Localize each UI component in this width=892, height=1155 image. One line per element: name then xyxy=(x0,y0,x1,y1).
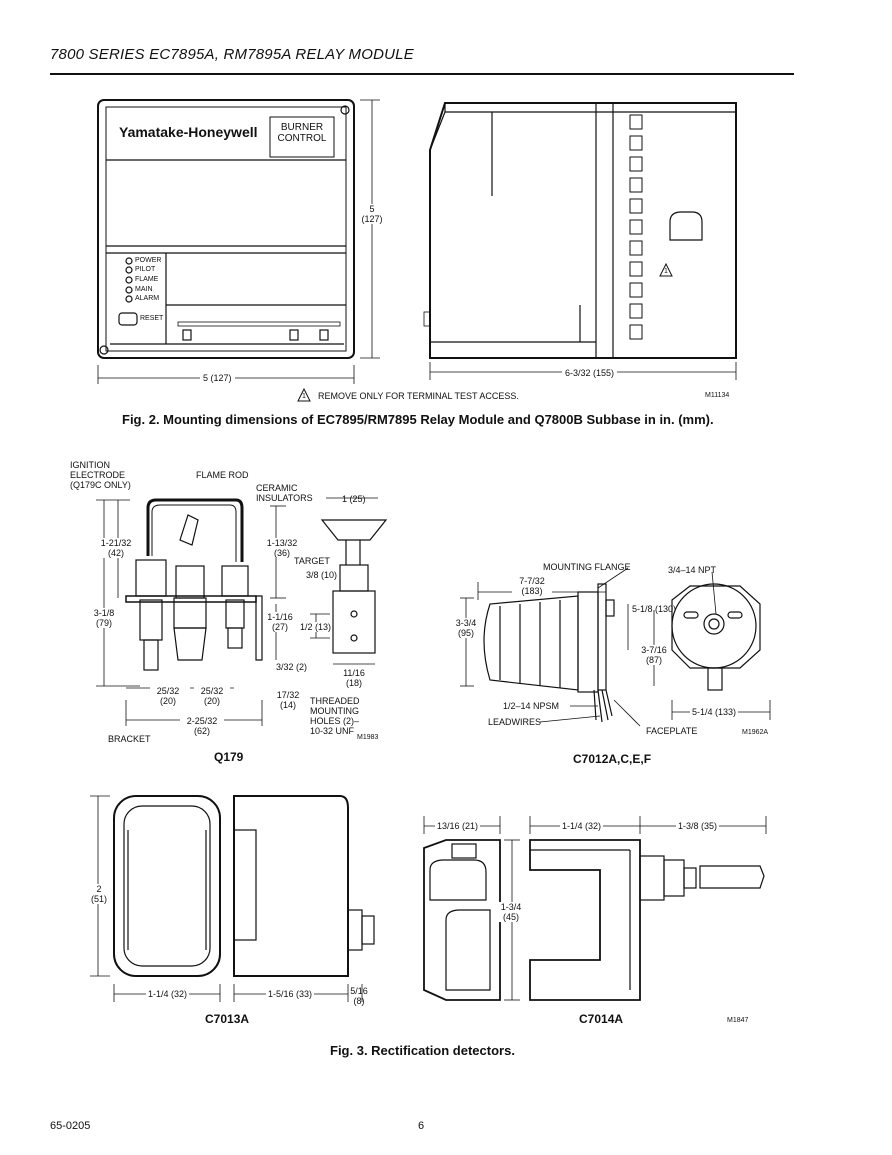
page-number: 6 xyxy=(418,1120,425,1132)
c7014-code: M1847 xyxy=(727,1017,749,1024)
fig2-code: M11134 xyxy=(705,392,730,399)
dim-1-3-8: 1-3/8 (35) xyxy=(676,821,720,831)
fig2-caption: Fig. 2. Mounting dimensions of EC7895/RM… xyxy=(122,412,714,427)
faceplate-label: FACEPLATE xyxy=(646,726,698,736)
dim-1: 1 (25) xyxy=(342,494,366,504)
dim-11-16: 11/16 (18) xyxy=(343,668,365,688)
reset-label: RESET xyxy=(140,315,164,322)
brand-logo: Yamatake-Honeywell xyxy=(119,124,258,140)
mounting-flange-label: MOUNTING FLANGE xyxy=(543,562,631,572)
dim-5-1-4: 5-1/4 (133) xyxy=(690,707,739,717)
dim-7-7-32: 7-7/32 (183) xyxy=(512,576,552,596)
dim-1-13-32: 1-13/32 (36) xyxy=(266,538,298,558)
dim-17-32: 17/32 (14) xyxy=(276,690,300,710)
q179-code: M1983 xyxy=(357,734,379,741)
dim-2-25-32: 2-25/32 (62) xyxy=(180,716,224,736)
target-label: TARGET xyxy=(294,556,330,566)
c7013-title: C7013A xyxy=(205,1012,250,1026)
leadwires-label: LEADWIRES xyxy=(488,717,542,727)
dim-1-21-32: 1-21/32 (42) xyxy=(100,538,132,558)
flame-rod-label: FLAME ROD xyxy=(196,470,249,480)
dim-1-3-4: 1-3/4 (45) xyxy=(496,902,526,922)
led-alarm-label: ALARM xyxy=(135,295,160,302)
dim-5-16: 5/16 (8) xyxy=(350,986,368,1006)
dim-3-3-4: 3-3/4 (95) xyxy=(452,618,480,638)
dim-height: 5 (127) xyxy=(358,204,386,224)
dim-2: 2 (51) xyxy=(86,884,112,904)
led-flame-label: FLAME xyxy=(135,276,159,283)
bracket-label: BRACKET xyxy=(108,734,151,744)
dim-1-5-16: 1-5/16 (33) xyxy=(266,989,315,999)
dim-1-2: 1/2 (13) xyxy=(300,622,332,632)
dim-depth: 6-3/32 (155) xyxy=(562,368,618,378)
dim-5-1-8: 5-1/8 (130) xyxy=(632,604,677,614)
dim-3-8: 3/8 (10) xyxy=(306,570,338,580)
q179-title: Q179 xyxy=(214,750,244,764)
note-marker-side: 1 xyxy=(664,268,668,275)
npsm-label: 1/2–14 NPSM xyxy=(503,701,560,711)
dim-25-32-b: 25/32 (20) xyxy=(194,686,230,706)
ceramic-insulators-label: CERAMIC INSULATORS xyxy=(256,483,313,503)
dim-13-16: 13/16 (21) xyxy=(435,821,481,831)
led-power-label: POWER xyxy=(135,257,162,264)
dim-1-1-4-c7013: 1-1/4 (32) xyxy=(146,989,190,999)
threaded-holes-label: THREADED MOUNTING HOLES (2)– 10-32 UNF xyxy=(310,696,360,736)
dim-width: 5 (127) xyxy=(200,373,235,383)
page-header: 7800 SERIES EC7895A, RM7895A RELAY MODUL… xyxy=(50,46,414,63)
ignition-electrode-label: IGNITION ELECTRODE (Q179C ONLY) xyxy=(70,460,131,490)
dim-1-1-4-c7014: 1-1/4 (32) xyxy=(560,821,604,831)
note-text: REMOVE ONLY FOR TERMINAL TEST ACCESS. xyxy=(318,391,519,401)
header-rule xyxy=(50,73,794,75)
burner-control-label: BURNER CONTROL xyxy=(277,122,327,144)
dim-3-32: 3/32 (2) xyxy=(276,662,308,672)
dim-1-1-16: 1-1/16 (27) xyxy=(264,612,296,632)
note-marker: 1 xyxy=(302,393,306,400)
npt-label: 3/4–14 NPT xyxy=(668,565,717,575)
dim-25-32-a: 25/32 (20) xyxy=(150,686,186,706)
led-pilot-label: PILOT xyxy=(135,266,156,273)
c7012-title: C7012A,C,E,F xyxy=(573,752,652,766)
fig3-caption: Fig. 3. Rectification detectors. xyxy=(330,1043,515,1058)
dim-3-7-16: 3-7/16 (87) xyxy=(638,645,670,665)
c7014-title: C7014A xyxy=(579,1012,624,1026)
c7012-code: M1962A xyxy=(742,729,769,736)
doc-number: 65-0205 xyxy=(50,1120,91,1132)
led-main-label: MAIN xyxy=(135,286,153,293)
dim-3-1-8: 3-1/8 (79) xyxy=(88,608,120,628)
